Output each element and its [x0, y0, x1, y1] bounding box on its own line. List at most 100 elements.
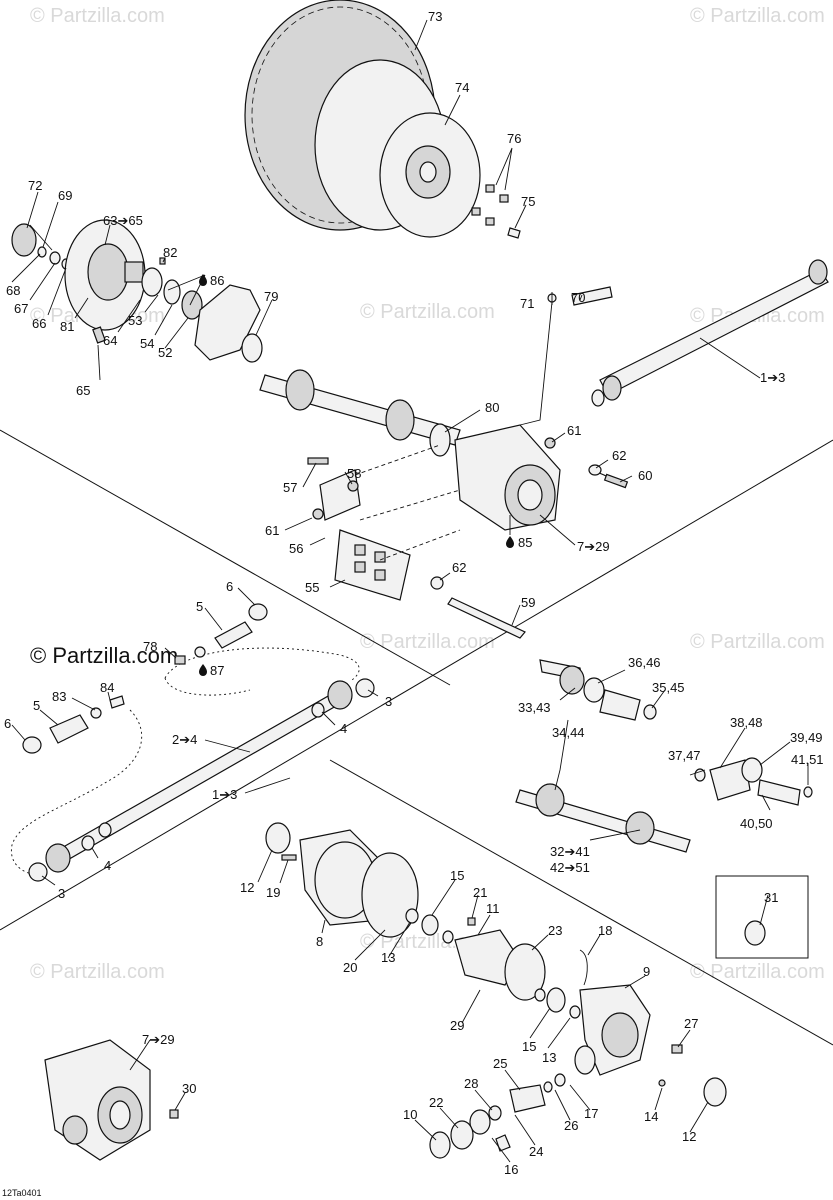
ring-gear — [504, 943, 546, 1001]
callout-label: 31 — [764, 890, 778, 905]
callout-label: 61 — [567, 423, 581, 438]
callout-label: 67 — [14, 301, 28, 316]
callout-label: 69 — [58, 188, 72, 203]
callout-label: 25 — [493, 1056, 507, 1071]
breather-hose — [571, 286, 613, 306]
assembled-differential — [44, 1039, 179, 1161]
callout-label: 5 — [33, 698, 40, 713]
callout-label: 12 — [240, 880, 254, 895]
rubber-boot — [248, 603, 268, 621]
callout-label: 54 — [140, 336, 154, 351]
partzilla-logo: © Partzilla.com — [30, 643, 178, 668]
oil-drop-icon — [506, 536, 514, 548]
callout-label: 29 — [450, 1018, 464, 1033]
callout-label: 34,44 — [552, 725, 585, 740]
separator-line — [0, 439, 833, 931]
callout-label: 39,49 — [790, 730, 823, 745]
tire-assembly — [244, 0, 481, 238]
o-ring — [361, 852, 419, 938]
propeller-shaft — [57, 694, 337, 863]
watermark: © Partzilla.com — [30, 5, 165, 27]
callout-label: 20 — [343, 960, 357, 975]
rear-differential-exploded — [265, 822, 727, 1159]
callout-label: 63➔65 — [103, 213, 143, 228]
oil-drop-icon — [199, 274, 207, 286]
callout-label: 6 — [226, 579, 233, 594]
watermark: © Partzilla.com — [690, 631, 825, 653]
callout-label: 58 — [347, 466, 361, 481]
watermark: © Partzilla.com — [690, 961, 825, 983]
cv-boot — [709, 759, 751, 801]
callout-label: 59 — [521, 595, 535, 610]
inset-box — [715, 875, 809, 959]
front-differential — [454, 424, 629, 531]
callout-label: 17 — [584, 1106, 598, 1121]
callout-label: 82 — [163, 245, 177, 260]
callout-label: 71 — [520, 296, 534, 311]
callout-label: 33,43 — [518, 700, 551, 715]
o-ring — [744, 920, 766, 946]
driveshaft-parts-mid — [22, 603, 375, 882]
callout-label: 64 — [103, 333, 117, 348]
callout-label: 35,45 — [652, 680, 685, 695]
prop-shaft-upper — [591, 259, 829, 407]
watermark: © Partzilla.com — [30, 961, 165, 983]
pinion-gear — [509, 1084, 546, 1113]
callout-label: 73 — [428, 9, 442, 24]
separator-line — [0, 429, 451, 686]
callout-label: 72 — [28, 178, 42, 193]
callout-label: 37,47 — [668, 748, 701, 763]
callout-label: 3 — [58, 886, 65, 901]
callout-label: 5 — [196, 599, 203, 614]
callout-label: 13 — [381, 950, 395, 965]
callout-label: 85 — [518, 535, 532, 550]
watermark: © Partzilla.com — [360, 301, 495, 323]
hub-cap — [11, 223, 37, 257]
callout-label: 4 — [104, 858, 111, 873]
callout-label: 42➔51 — [550, 860, 590, 875]
callout-label: 19 — [266, 885, 280, 900]
callout-label: 22 — [429, 1095, 443, 1110]
callout-label: 53 — [128, 313, 142, 328]
front-drive-shaft — [259, 369, 461, 457]
separator-line — [329, 759, 833, 1046]
callout-label: 55 — [305, 580, 319, 595]
callout-label: 1➔3 — [212, 787, 237, 802]
callout-label: 36,46 — [628, 655, 661, 670]
callout-label: 24 — [529, 1144, 543, 1159]
callout-label: 56 — [289, 541, 303, 556]
diagram-code: 12Ta0401 — [2, 1188, 42, 1198]
callout-label: 4 — [340, 721, 347, 736]
coupler — [214, 621, 253, 649]
callout-label: 66 — [32, 316, 46, 331]
callout-label: 2➔4 — [172, 732, 197, 747]
callout-label: 27 — [684, 1016, 698, 1031]
breather — [519, 286, 613, 426]
callout-label: 87 — [210, 663, 224, 678]
callout-label: 9 — [643, 964, 650, 979]
watermark: © Partzilla.com — [360, 631, 495, 653]
callout-label: 32➔41 — [550, 844, 590, 859]
leader-lines — [11, 19, 809, 1163]
callout-label: 18 — [598, 923, 612, 938]
callout-label: 40,50 — [740, 816, 773, 831]
stub-shaft — [757, 779, 801, 806]
callout-label: 3 — [385, 694, 392, 709]
wheel-hub — [87, 243, 129, 301]
callout-label: 60 — [638, 468, 652, 483]
seal — [703, 1077, 727, 1107]
callout-label: 83 — [52, 689, 66, 704]
callout-labels: 73 74 76 75 72 69 63➔65 82 86 68 67 66 8… — [4, 9, 824, 1177]
coupler — [49, 714, 89, 744]
oil-drop-icon — [199, 664, 207, 676]
callout-label: 57 — [283, 480, 297, 495]
callout-label: 74 — [455, 80, 469, 95]
shaft-section-dashes — [10, 647, 360, 876]
mounting-bracket — [307, 444, 526, 639]
callout-label: 81 — [60, 319, 74, 334]
callout-label: 28 — [464, 1076, 478, 1091]
hub-brake-cluster — [11, 219, 263, 363]
callout-label: 80 — [485, 400, 499, 415]
callout-label: 75 — [521, 194, 535, 209]
